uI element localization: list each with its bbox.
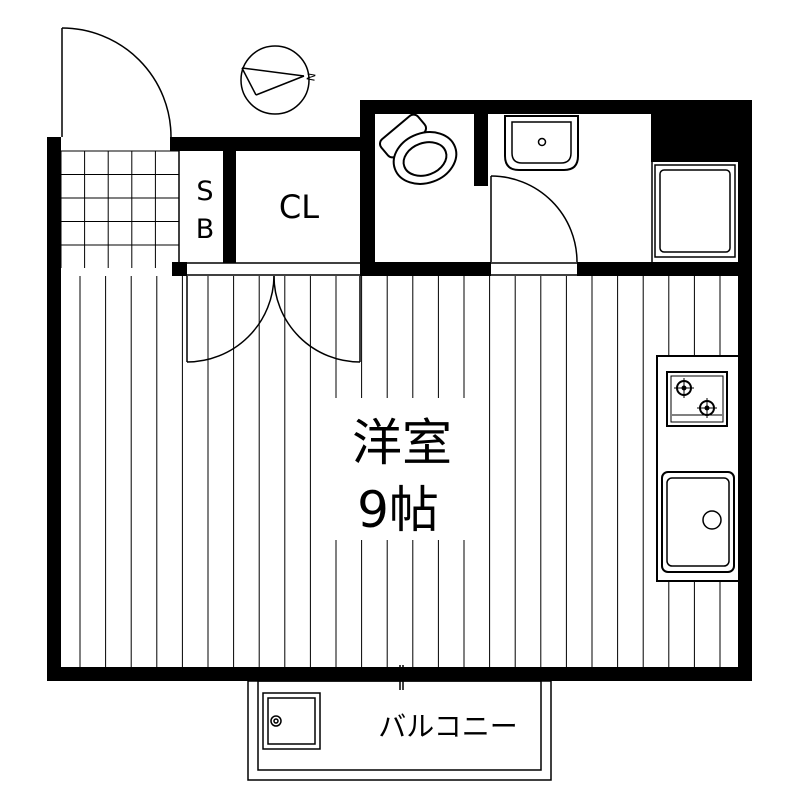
room-labels: 洋室 9帖 S B CL バルコニー xyxy=(196,176,518,743)
compass-north-label: N xyxy=(304,72,318,82)
room-size-label: 9帖 xyxy=(357,481,439,539)
sb-label-s: S xyxy=(196,176,213,207)
closet-label: CL xyxy=(279,188,319,226)
refrigerator-space xyxy=(654,164,736,258)
compass-icon xyxy=(240,45,310,115)
toilet-icon xyxy=(378,113,458,185)
closet-doors xyxy=(186,275,361,363)
balcony-label: バルコニー xyxy=(378,710,517,743)
sb-label-b: B xyxy=(196,214,215,245)
kitchen-sink-icon xyxy=(661,471,735,573)
kitchen-counter xyxy=(656,355,740,582)
washing-machine-icon xyxy=(262,692,321,750)
washroom-door xyxy=(490,175,578,263)
thin-partitions xyxy=(178,150,653,276)
stove-icon xyxy=(666,371,728,427)
walls xyxy=(47,100,752,681)
entrance-door xyxy=(61,27,172,138)
wash-basin-icon xyxy=(504,115,579,171)
room-name-label: 洋室 xyxy=(352,414,452,472)
label-backdrop xyxy=(328,398,478,540)
entrance-tile-floor xyxy=(60,150,180,268)
